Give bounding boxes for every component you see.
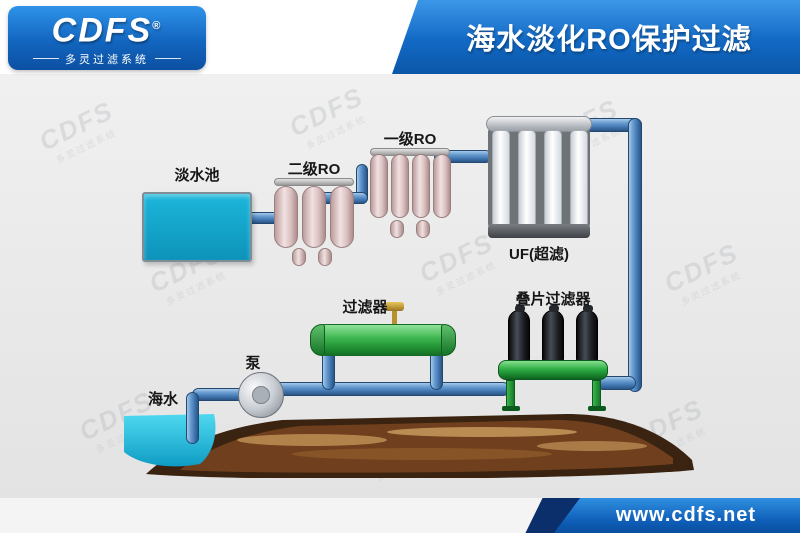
uf-unit: [486, 106, 592, 238]
valve-icon: [385, 302, 404, 311]
label-seawater: 海水: [147, 391, 178, 408]
label-uf: UF(超滤): [509, 246, 569, 263]
ground-and-water: [124, 414, 694, 478]
pipe-bottom-main: [262, 382, 510, 396]
header-title-bar: 海水淡化RO保护过滤: [392, 0, 800, 74]
brand-subtitle: 多灵过滤系统: [33, 51, 181, 67]
disc-filter-foot: [502, 406, 520, 411]
disc-filter-leg: [506, 380, 515, 408]
page-title: 海水淡化RO保护过滤: [466, 24, 752, 56]
uf-base-manifold: [488, 224, 590, 238]
disc-filter-leg: [592, 380, 601, 408]
footer-url-banner: www.cdfs.net: [554, 498, 800, 533]
label-pump: 泵: [245, 355, 261, 372]
intake-pump: [238, 370, 288, 420]
ro-fitting: [390, 220, 404, 238]
registered-mark: ®: [152, 20, 163, 33]
stage2-ro-unit: [272, 178, 356, 266]
brand-name: CDFS®: [51, 9, 163, 50]
ro-top-manifold: [370, 148, 450, 156]
canister-cap: [515, 305, 525, 312]
label-stage2-ro: 二级RO: [287, 161, 341, 178]
protective-filter: [310, 300, 456, 358]
ro-membrane-vessel: [274, 186, 298, 248]
canister-cap: [549, 305, 559, 312]
brand-subtitle-text: 多灵过滤系统: [65, 53, 149, 66]
ro-fitting: [318, 248, 332, 266]
uf-membrane-column: [492, 130, 510, 226]
filter-end-cap: [310, 324, 325, 356]
filter-end-cap: [441, 324, 456, 356]
ro-membrane-vessel: [391, 154, 409, 218]
disc-filter-canister: [576, 305, 598, 364]
disc-filter-unit: [498, 304, 608, 414]
uf-header-pipe: [486, 116, 592, 132]
uf-membrane-column: [544, 130, 562, 226]
ro-membrane-vessel: [433, 154, 451, 218]
label-filter: 过滤器: [342, 299, 388, 316]
website-url: www.cdfs.net: [615, 504, 757, 526]
disc-filter-manifold: [498, 360, 608, 380]
uf-membrane-column: [570, 130, 588, 226]
canister-cap: [583, 305, 593, 312]
label-disc-filter: 叠片过滤器: [515, 291, 591, 308]
label-fresh-water-tank: 淡水池: [174, 167, 220, 184]
ro-membrane-vessel: [370, 154, 388, 218]
brand-text: CDFS: [51, 11, 153, 50]
soil-streak: [237, 434, 387, 446]
ro-top-manifold: [274, 178, 354, 186]
subtitle-left-line: [33, 58, 59, 60]
disc-filter-foot: [588, 406, 606, 411]
pipe-intake-drop: [186, 392, 199, 444]
fresh-water-tank: [142, 192, 252, 262]
pipe-main-riser: [628, 118, 642, 392]
ro-fitting: [292, 248, 306, 266]
soil-streak: [537, 441, 647, 451]
soil-streak: [292, 448, 552, 460]
filter-housing: [310, 324, 456, 356]
uf-membrane-column: [518, 130, 536, 226]
footer-bar: www.cdfs.net: [0, 498, 800, 533]
ro-membrane-vessel: [412, 154, 430, 218]
disc-filter-canister: [542, 305, 564, 364]
valve-stem: [392, 309, 397, 326]
soil-streak: [387, 427, 577, 437]
brand-logo: CDFS® 多灵过滤系统: [8, 6, 206, 70]
stage1-ro-unit: [368, 148, 452, 238]
disc-filter-canister: [508, 305, 530, 364]
seawater-shape: [124, 414, 216, 467]
subtitle-right-line: [155, 58, 181, 60]
label-stage1-ro: 一级RO: [383, 131, 437, 148]
ro-membrane-vessel: [302, 186, 326, 248]
pump-hub: [252, 386, 270, 404]
ro-membrane-vessel: [330, 186, 354, 248]
ro-fitting: [416, 220, 430, 238]
